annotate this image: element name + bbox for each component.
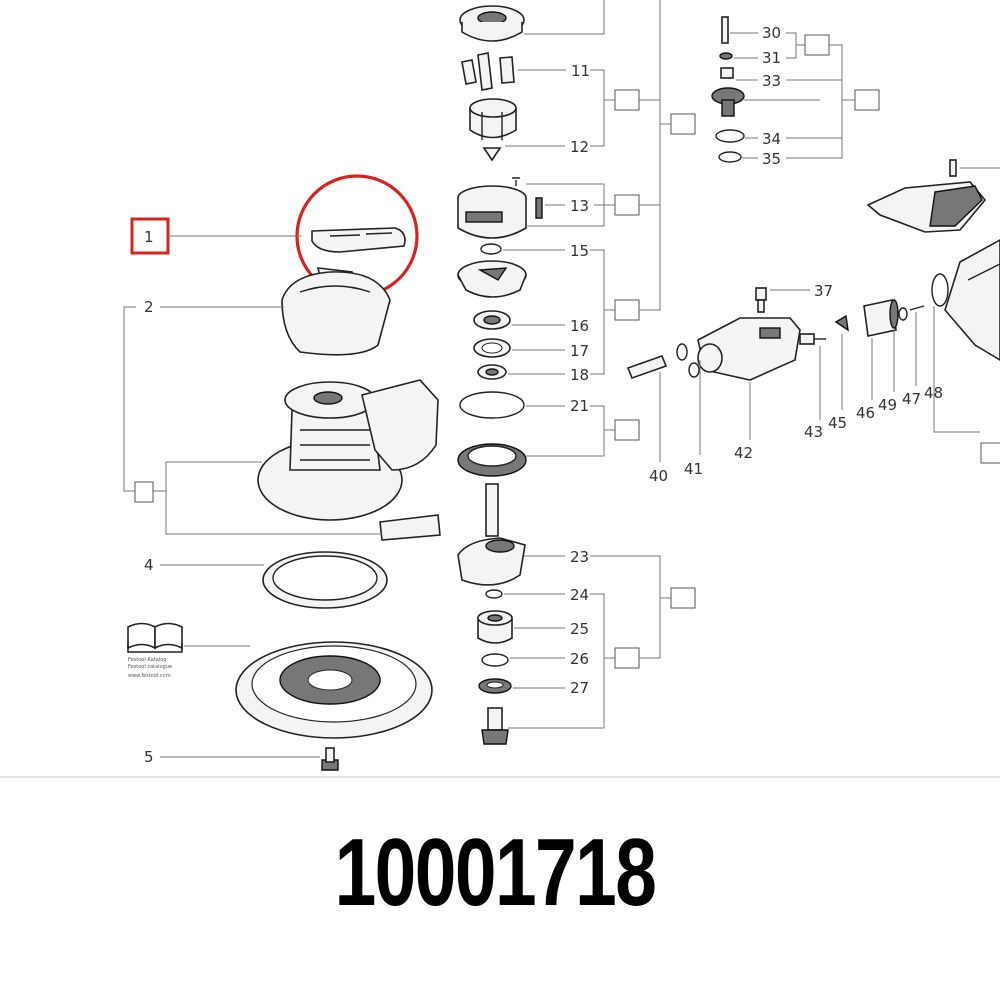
- part-3-sander-body[interactable]: [257, 379, 441, 541]
- label-13: 13: [570, 197, 589, 215]
- label-4: 4: [144, 556, 154, 574]
- label-15: 15: [570, 242, 589, 260]
- part-21-oring[interactable]: [459, 391, 525, 419]
- part-4-ring[interactable]: [262, 551, 388, 609]
- part-11-vanes[interactable]: [461, 52, 515, 91]
- part-45-clip[interactable]: [834, 314, 849, 332]
- part-15-disk[interactable]: [457, 260, 527, 298]
- part-22-ring-gear[interactable]: [457, 443, 527, 477]
- label-21: 21: [570, 397, 589, 415]
- part-25-bearing[interactable]: [477, 610, 513, 644]
- part-48-oring[interactable]: [931, 273, 949, 307]
- part-15-oring[interactable]: [480, 243, 502, 255]
- part-35-oring[interactable]: [718, 151, 742, 163]
- label-5: 5: [144, 748, 154, 766]
- label-49: 49: [878, 396, 897, 414]
- part-40-muffler[interactable]: [626, 354, 668, 380]
- label-18: 18: [570, 366, 589, 384]
- label-40: 40: [649, 467, 668, 485]
- part-41-oring-a[interactable]: [676, 343, 688, 361]
- part-23-eccentric-shaft[interactable]: [457, 483, 526, 586]
- label-23: 23: [570, 548, 589, 566]
- part-18-bearing[interactable]: [477, 364, 507, 380]
- label-27: 27: [570, 679, 589, 697]
- part-2-housing-shell[interactable]: [281, 271, 391, 356]
- label-46: 46: [856, 404, 875, 422]
- part-12-rotor[interactable]: [469, 98, 517, 162]
- part-valve-housing-cover[interactable]: [866, 159, 987, 233]
- part-47-screw[interactable]: [909, 305, 925, 311]
- label-25: 25: [570, 620, 589, 638]
- label-33: 33: [762, 72, 781, 90]
- part-49-oring[interactable]: [898, 307, 908, 321]
- part-41-oring-b[interactable]: [688, 362, 700, 378]
- part-handle-grip[interactable]: [944, 239, 1000, 361]
- label-26: 26: [570, 650, 589, 668]
- label-12: 12: [570, 138, 589, 156]
- part-13-cylinder[interactable]: [457, 177, 543, 239]
- part-top-bearing-cap[interactable]: [459, 5, 525, 42]
- part-34-washer[interactable]: [715, 129, 745, 143]
- part-16-bearing[interactable]: [473, 310, 511, 330]
- label-42: 42: [734, 444, 753, 462]
- label-35: 35: [762, 150, 781, 168]
- label-41: 41: [684, 460, 703, 478]
- label-11: 11: [571, 62, 590, 80]
- part-17-bearing[interactable]: [473, 338, 511, 358]
- part-33-sleeve[interactable]: [720, 67, 734, 79]
- part-30-pin[interactable]: [721, 16, 729, 44]
- part-5-screw[interactable]: [321, 747, 339, 771]
- label-30: 30: [762, 24, 781, 42]
- part-27-seal[interactable]: [478, 678, 512, 694]
- part-pad-spindle[interactable]: [481, 707, 509, 745]
- label-43: 43: [804, 423, 823, 441]
- part-42-valve-body[interactable]: [697, 317, 801, 381]
- catalog-line-3: www.festool.com: [128, 673, 171, 679]
- sanding-pad[interactable]: [235, 641, 433, 739]
- part-number: 10001718: [334, 819, 657, 926]
- label-17: 17: [570, 342, 589, 360]
- part-46-filter[interactable]: [863, 299, 899, 337]
- part-31-oring[interactable]: [719, 52, 733, 60]
- label-16: 16: [570, 317, 589, 335]
- label-37: 37: [814, 282, 833, 300]
- label-2: 2: [144, 298, 154, 316]
- part-26-washer[interactable]: [481, 653, 509, 667]
- label-47: 47: [902, 390, 921, 408]
- catalog-book-icon: Festool-Katalog Festool catalogue www.fe…: [127, 622, 183, 679]
- part-valve-gear[interactable]: [711, 87, 745, 117]
- catalog-line-2: Festool catalogue: [128, 664, 172, 670]
- label-34: 34: [762, 130, 781, 148]
- label-45: 45: [828, 414, 847, 432]
- label-1: 1: [144, 228, 154, 246]
- catalog-line-1: Festool-Katalog: [128, 657, 166, 663]
- part-37-screw[interactable]: [755, 287, 767, 313]
- part-24-oring[interactable]: [485, 589, 503, 599]
- label-24: 24: [570, 586, 589, 604]
- label-31: 31: [762, 49, 781, 67]
- part-43-fitting[interactable]: [799, 333, 826, 345]
